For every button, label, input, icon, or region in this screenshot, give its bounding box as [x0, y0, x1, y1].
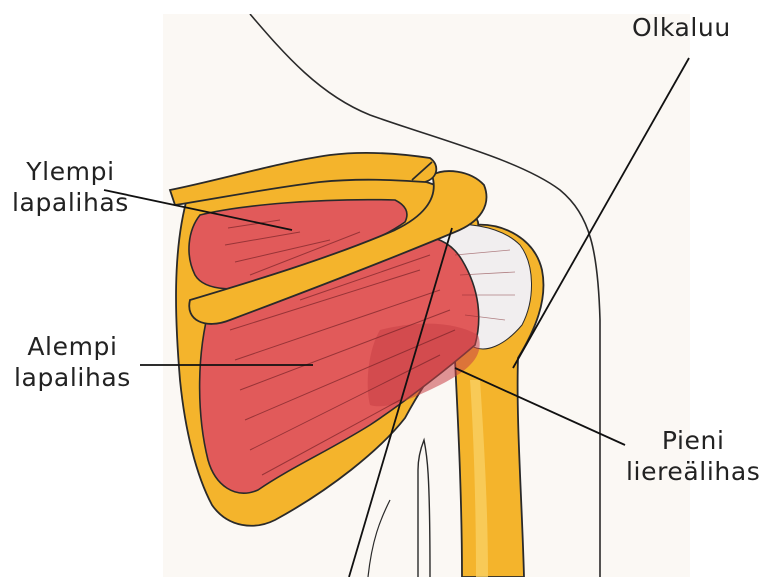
label-teres-minor-line1: Pieni — [626, 425, 760, 456]
label-infraspinatus-line2: lapalihas — [14, 362, 131, 393]
label-supraspinatus: Ylempi lapalihas — [12, 156, 129, 218]
label-supraspinatus-line2: lapalihas — [12, 187, 129, 218]
label-humerus-text: Olkaluu — [632, 12, 731, 43]
label-infraspinatus-line1: Alempi — [14, 331, 131, 362]
label-teres-minor-line2: liereälihas — [626, 456, 760, 487]
label-humerus: Olkaluu — [632, 12, 731, 43]
label-infraspinatus: Alempi lapalihas — [14, 331, 131, 393]
label-supraspinatus-line1: Ylempi — [12, 156, 129, 187]
label-teres-minor: Pieni liereälihas — [626, 425, 760, 487]
